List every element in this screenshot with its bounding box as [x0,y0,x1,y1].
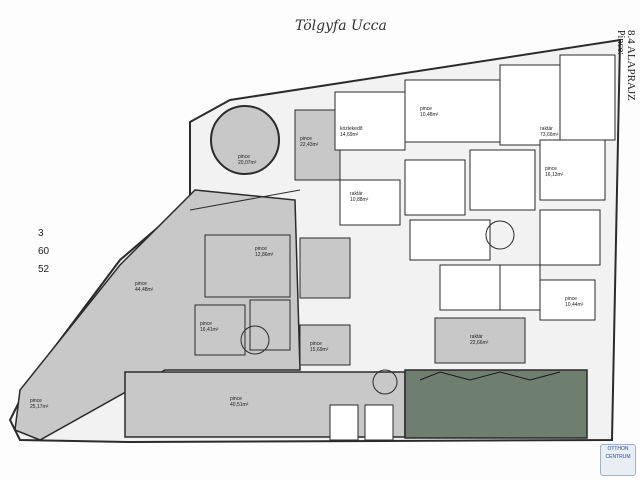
room-name: pince [135,281,147,287]
room-area: 15,69m² [310,347,329,353]
room-area: 12,86m² [255,252,274,258]
middle-room-c [299,237,351,299]
upper-room-a [294,109,341,181]
stair-spiral-3 [372,369,398,395]
room-name: pince [30,398,42,404]
mid-room-5 [409,219,491,261]
mid-room-9 [539,279,596,321]
room-area: 16,41m² [200,327,219,333]
stair-spiral-1 [485,220,515,250]
room-name: raktár [470,334,483,340]
room-name: pince [200,321,212,327]
dimension-arrow [419,371,561,381]
round-tower [210,105,280,175]
room-area: 40,51m² [230,402,249,408]
room-area: 16,13m² [545,172,564,178]
room-name: pince [420,106,432,112]
room-name: közlekedő [340,126,363,132]
plan-title: 8.4 ALAPRAJZ [625,30,637,101]
room-area: 25,17m² [30,404,49,410]
side-code-3: 52 [38,264,50,275]
dark-room [404,369,588,439]
mid-room-7 [439,264,501,311]
room-area: 10,44m² [565,302,584,308]
room-name: pince [310,341,322,347]
top-room-2 [404,79,501,143]
mid-room-6 [539,209,601,266]
room-area: 10,48m² [420,112,439,118]
watermark-text: OTTHON CENTRUM [605,446,631,460]
diagonal-line [189,189,301,211]
room-name: pince [255,246,267,252]
room-name: pince [238,154,250,160]
mid-room-4 [539,139,606,201]
room-area: 22,66m² [470,340,489,346]
top-room-4 [559,54,616,141]
middle-room-b [204,234,291,298]
room-name: pince [300,136,312,142]
room-area: 22,43m² [300,142,319,148]
room-labels: pince 22,43m² pince 20,07m² pince 10,48m… [30,106,584,410]
room-name: pince [565,296,577,302]
top-room-1 [334,91,406,151]
stair-spiral-2 [240,325,270,355]
room-name: pince [230,396,242,402]
room-area: 73,66m² [540,132,559,138]
level-label: Pince: [615,30,626,55]
mid-room-3 [469,149,536,211]
middle-room-f [299,324,351,366]
mid-room-2 [404,159,466,216]
room-name: raktár [350,191,363,197]
middle-room-e [249,299,291,351]
storage-room [434,317,526,364]
room-name: pince [545,166,557,172]
stair-block-2 [364,404,394,441]
room-area: 20,07m² [238,160,257,166]
stair-block-1 [329,404,359,441]
side-code-1: 3 [38,228,44,239]
plan-title-group: 8.4 ALAPRAJZ Pince: [615,30,637,101]
room-name: raktár [540,126,553,132]
mid-room-8 [499,264,541,311]
middle-room-d [194,304,246,356]
room-area: 14,69m² [340,132,359,138]
bottom-corridor [124,371,406,438]
handwritten-title: Tölgyfa Ucca [295,18,387,34]
mid-room-1 [339,179,401,226]
room-area: 44,48m² [135,287,154,293]
top-room-3 [499,64,561,146]
side-code-2: 60 [38,246,50,257]
watermark-badge: OTTHON CENTRUM [600,444,636,476]
room-area: 10,88m² [350,197,369,203]
